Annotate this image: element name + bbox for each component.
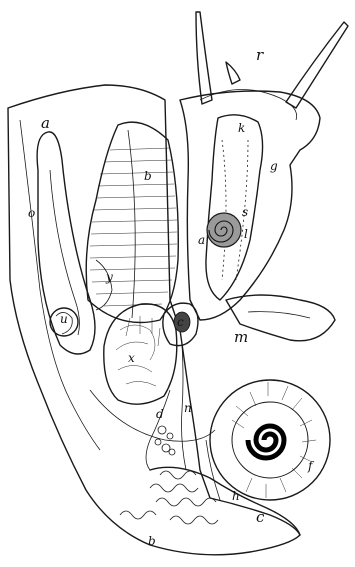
- label-b: b: [144, 169, 152, 183]
- label-b-lower: b: [148, 534, 156, 548]
- mantle-inner-line: [20, 120, 100, 450]
- proboscis: [206, 115, 263, 300]
- label-h: h: [232, 489, 240, 503]
- label-d: d: [156, 407, 164, 421]
- label-f: f: [307, 459, 315, 473]
- spiral-organ-l: [207, 213, 241, 247]
- label-a-left: a: [41, 114, 50, 132]
- label-n: n: [184, 401, 192, 415]
- tentacle-right-2: [226, 62, 240, 84]
- gill-hatching: [90, 148, 177, 306]
- label-x: x: [128, 351, 135, 365]
- label-y: y: [105, 270, 113, 284]
- pericardium-texture: [116, 316, 160, 386]
- visceral-spiral-f: [210, 380, 330, 500]
- label-r: r: [256, 46, 264, 64]
- label-l: l: [244, 227, 248, 241]
- label-a-center: a: [198, 233, 205, 247]
- label-o: o: [28, 206, 35, 220]
- organ-y: [96, 260, 112, 310]
- foot-m-inner: [248, 312, 310, 318]
- label-c-inner: c: [177, 315, 184, 329]
- label-k: k: [238, 121, 245, 135]
- pericardium-x: [104, 304, 177, 404]
- snout-upper: [200, 89, 297, 120]
- left-lobe-inner: [50, 170, 79, 335]
- label-m: m: [234, 328, 248, 346]
- tentacle-left: [196, 12, 212, 104]
- gill-feather: [86, 122, 178, 322]
- mantle-lower-line: [90, 390, 215, 441]
- head-region: [180, 91, 320, 320]
- label-g: g: [270, 159, 278, 173]
- label-u: u: [60, 312, 68, 326]
- label-c-lower: c: [256, 508, 265, 526]
- gill-midrib: [128, 130, 135, 318]
- proboscis-dots: [222, 140, 226, 280]
- label-s: s: [242, 205, 248, 219]
